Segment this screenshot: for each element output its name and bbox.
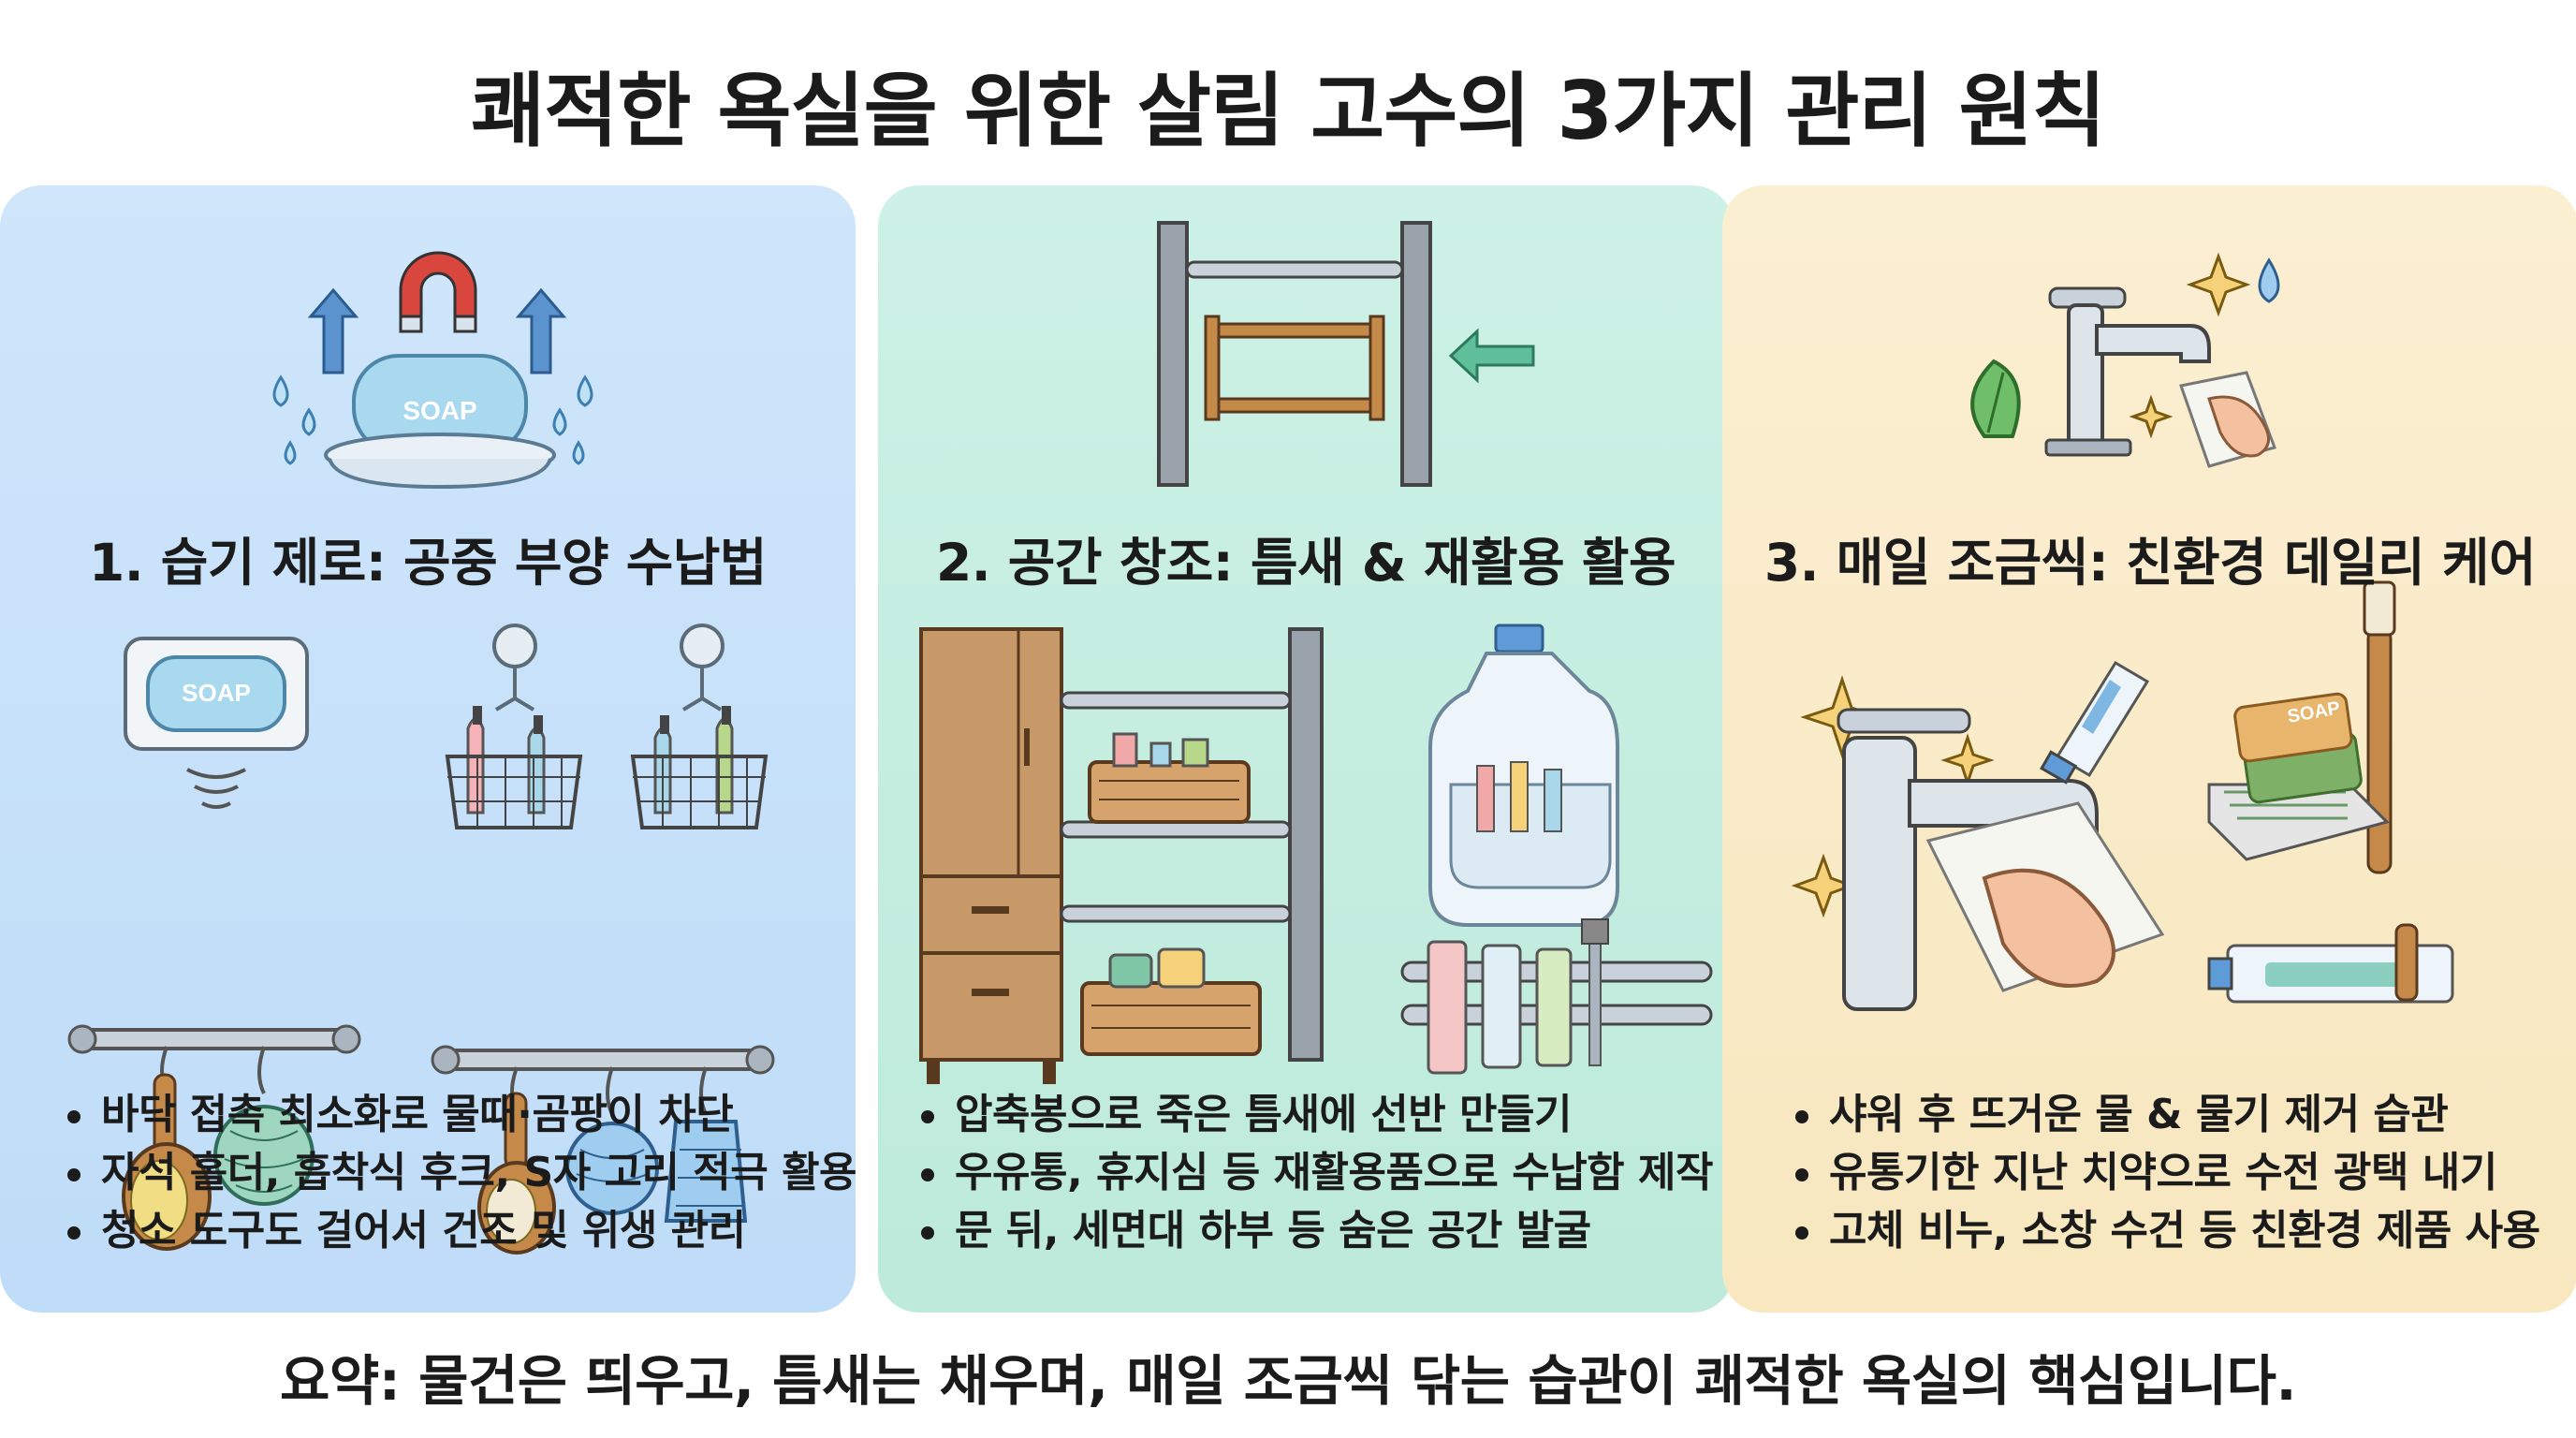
tension-rod-icon <box>1157 221 1432 487</box>
bullet-item: 샤워 후 뜨거운 물 & 물기 제거 습관 <box>1795 1086 2540 1144</box>
svg-text:SOAP: SOAP <box>182 679 251 707</box>
bullet-item: 압축봉으로 죽은 틈새에 선반 만들기 <box>921 1086 1713 1144</box>
panel-2-heading: 2. 공간 창조: 틈새 & 재활용 활용 <box>935 533 1676 593</box>
faucet-icon <box>2044 286 2211 457</box>
summary-text: 요약: 물건은 띄우고, 틈새는 채우며, 매일 조금씩 닦는 습관이 쾌적한 … <box>279 1349 2297 1413</box>
svg-text:SOAP: SOAP <box>402 396 476 425</box>
bullet-item: 청소 도구도 걸어서 건조 및 위생 관리 <box>67 1202 856 1260</box>
basket-icon <box>1080 732 1262 1056</box>
hand-cloth-icon <box>2179 371 2276 468</box>
shower-puff-icon <box>213 1046 748 1223</box>
bullet-item: 우유통, 휴지심 등 재활용품으로 수납함 제작 <box>921 1144 1713 1202</box>
panel-2-bullet-list: 압축봉으로 죽은 틈새에 선반 만들기 우유통, 휴지심 등 재활용품으로 수납… <box>921 1086 1713 1260</box>
bullet-item: 바닥 접촉 최소화로 물때·곰팡이 차단 <box>67 1086 856 1144</box>
soap-dish-icon <box>324 433 556 490</box>
soap-icon: SOAP <box>352 354 528 455</box>
panel-1-heading: 1. 습기 제로: 공중 부양 수납법 <box>89 533 768 593</box>
panel-daily-care: SOAP 3. 매일 조금씩: 친환경 데일리 케어 샤워 후 뜨거운 물 & … <box>1722 185 2576 1313</box>
panel-3-heading: 3. 매일 조금씩: 친환경 데일리 케어 <box>1764 533 2537 593</box>
arrow-icon <box>1448 328 1535 384</box>
bullet-item: 문 뒤, 세면대 하부 등 숨은 공간 발굴 <box>921 1202 1713 1260</box>
bullet-item: 자석 홀더, 흡착식 후크, S자 고리 적극 활용 <box>67 1144 856 1202</box>
panel-3-bullet-list: 샤워 후 뜨거운 물 & 물기 제거 습관 유통기한 지난 치약으로 수전 광택… <box>1795 1086 2540 1260</box>
bullet-item: 고체 비누, 소창 수건 등 친환경 제품 사용 <box>1795 1202 2540 1260</box>
cabinet-icon <box>919 627 1063 1084</box>
leaf-icon <box>1970 359 2021 438</box>
water-drop-icon <box>2258 257 2280 303</box>
panel-1-illustration: SOAP SOAP <box>67 251 775 1255</box>
hanging-basket-icon <box>445 624 768 829</box>
panel-1-bullet-list: 바닥 접촉 최소화로 물때·곰팡이 차단 자석 홀더, 흡착식 후크, S자 고… <box>67 1086 856 1260</box>
bath-brush-icon <box>122 1046 556 1255</box>
panel-space-creation: 2. 공간 창조: 틈새 & 재활용 활용 압축봉으로 죽은 틈새에 선반 만들… <box>878 185 1734 1313</box>
soap-bar-icon: SOAP <box>2207 692 2390 861</box>
milk-jug-icon <box>1428 624 1619 927</box>
page-title: 쾌적한 욕실을 위한 살림 고수의 3가지 관리 원칙 <box>471 65 2106 158</box>
panel-2-illustration <box>919 221 1713 1084</box>
magnetic-soap-holder-icon: SOAP <box>124 637 309 809</box>
shelf-icon <box>1060 627 1324 1062</box>
panel-3-illustration: SOAP <box>1791 252 2454 1011</box>
hand-cloth-icon <box>1925 801 2165 992</box>
water-drop-icon <box>272 374 593 465</box>
up-arrow-icon <box>307 287 567 374</box>
magnet-icon <box>399 251 477 333</box>
bullet-item: 유통기한 지난 치약으로 수전 광택 내기 <box>1795 1144 2540 1202</box>
bamboo-toothbrush-icon <box>2363 580 2419 1002</box>
towel-bar-icon <box>67 1024 775 1075</box>
panel-humidity-zero: SOAP SOAP <box>0 185 856 1313</box>
tube-rack-icon <box>1400 918 1713 1075</box>
